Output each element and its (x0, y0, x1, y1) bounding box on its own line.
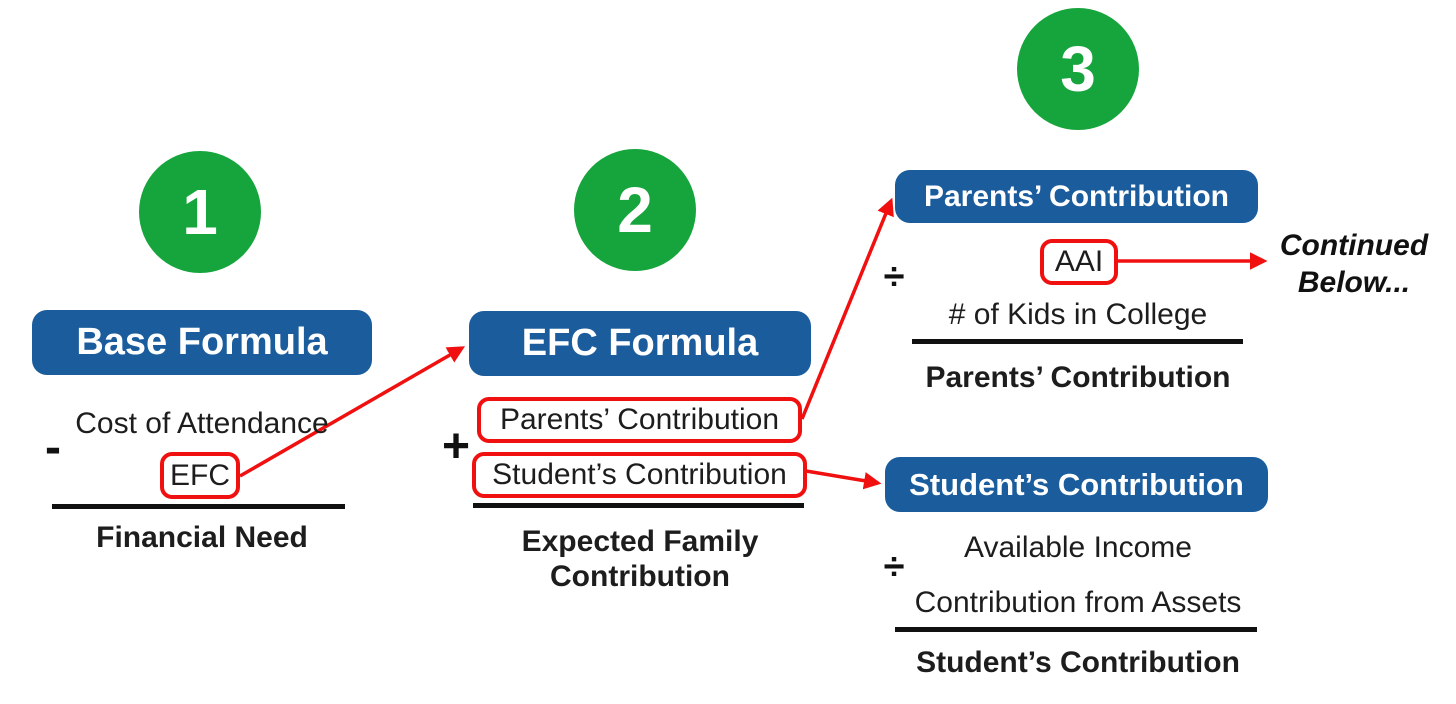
step3-header-parents-contribution: Parents’ Contribution (895, 170, 1258, 223)
arrow-parents-term-to-parents-header (800, 197, 894, 420)
continued-below-note-line1: Continued (1279, 229, 1429, 262)
step3-number-badge: 3 (1017, 8, 1139, 130)
step1-fraction-line (52, 504, 345, 509)
step3-term-contribution-from-assets: Contribution from Assets (914, 586, 1242, 619)
step3-header-students-contribution: Student’s Contribution (885, 457, 1268, 512)
step1-number-badge: 1 (139, 151, 261, 273)
step3-parents-divide-operator: ÷ (883, 256, 905, 298)
step3-result-students-contribution: Student’s Contribution (916, 646, 1240, 679)
step1-result-financial-need: Financial Need (96, 521, 308, 554)
step3-students-divide-operator: ÷ (883, 546, 905, 588)
step2-highlight-box-parents-contribution: Parents’ Contribution (477, 397, 802, 443)
step2-fraction-line (473, 503, 804, 508)
step3-students-fraction-line (895, 627, 1257, 632)
step3-highlight-box-aai: AAI (1040, 239, 1118, 285)
step2-result-line1: Expected Family (521, 525, 759, 558)
step2-result-line2: Contribution (550, 560, 730, 593)
step2-highlight-box-students-contribution: Student’s Contribution (472, 452, 807, 498)
step1-header-base-formula: Base Formula (32, 310, 372, 375)
step1-highlight-box-efc: EFC (160, 452, 240, 499)
continued-below-note-line2: Below... (1297, 266, 1411, 299)
step2-plus-operator: + (441, 420, 471, 473)
step2-number-badge: 2 (574, 149, 696, 271)
step3-parents-fraction-line (912, 339, 1243, 344)
step1-minus-operator: - (45, 421, 61, 474)
step2-header-efc-formula: EFC Formula (469, 311, 811, 376)
step3-term-kids-in-college: # of Kids in College (948, 298, 1208, 331)
arrow-students-term-to-students-header (805, 469, 882, 490)
step3-term-available-income: Available Income (964, 531, 1192, 564)
step1-term-cost-of-attendance: Cost of Attendance (75, 407, 329, 440)
step3-result-parents-contribution: Parents’ Contribution (925, 361, 1231, 394)
